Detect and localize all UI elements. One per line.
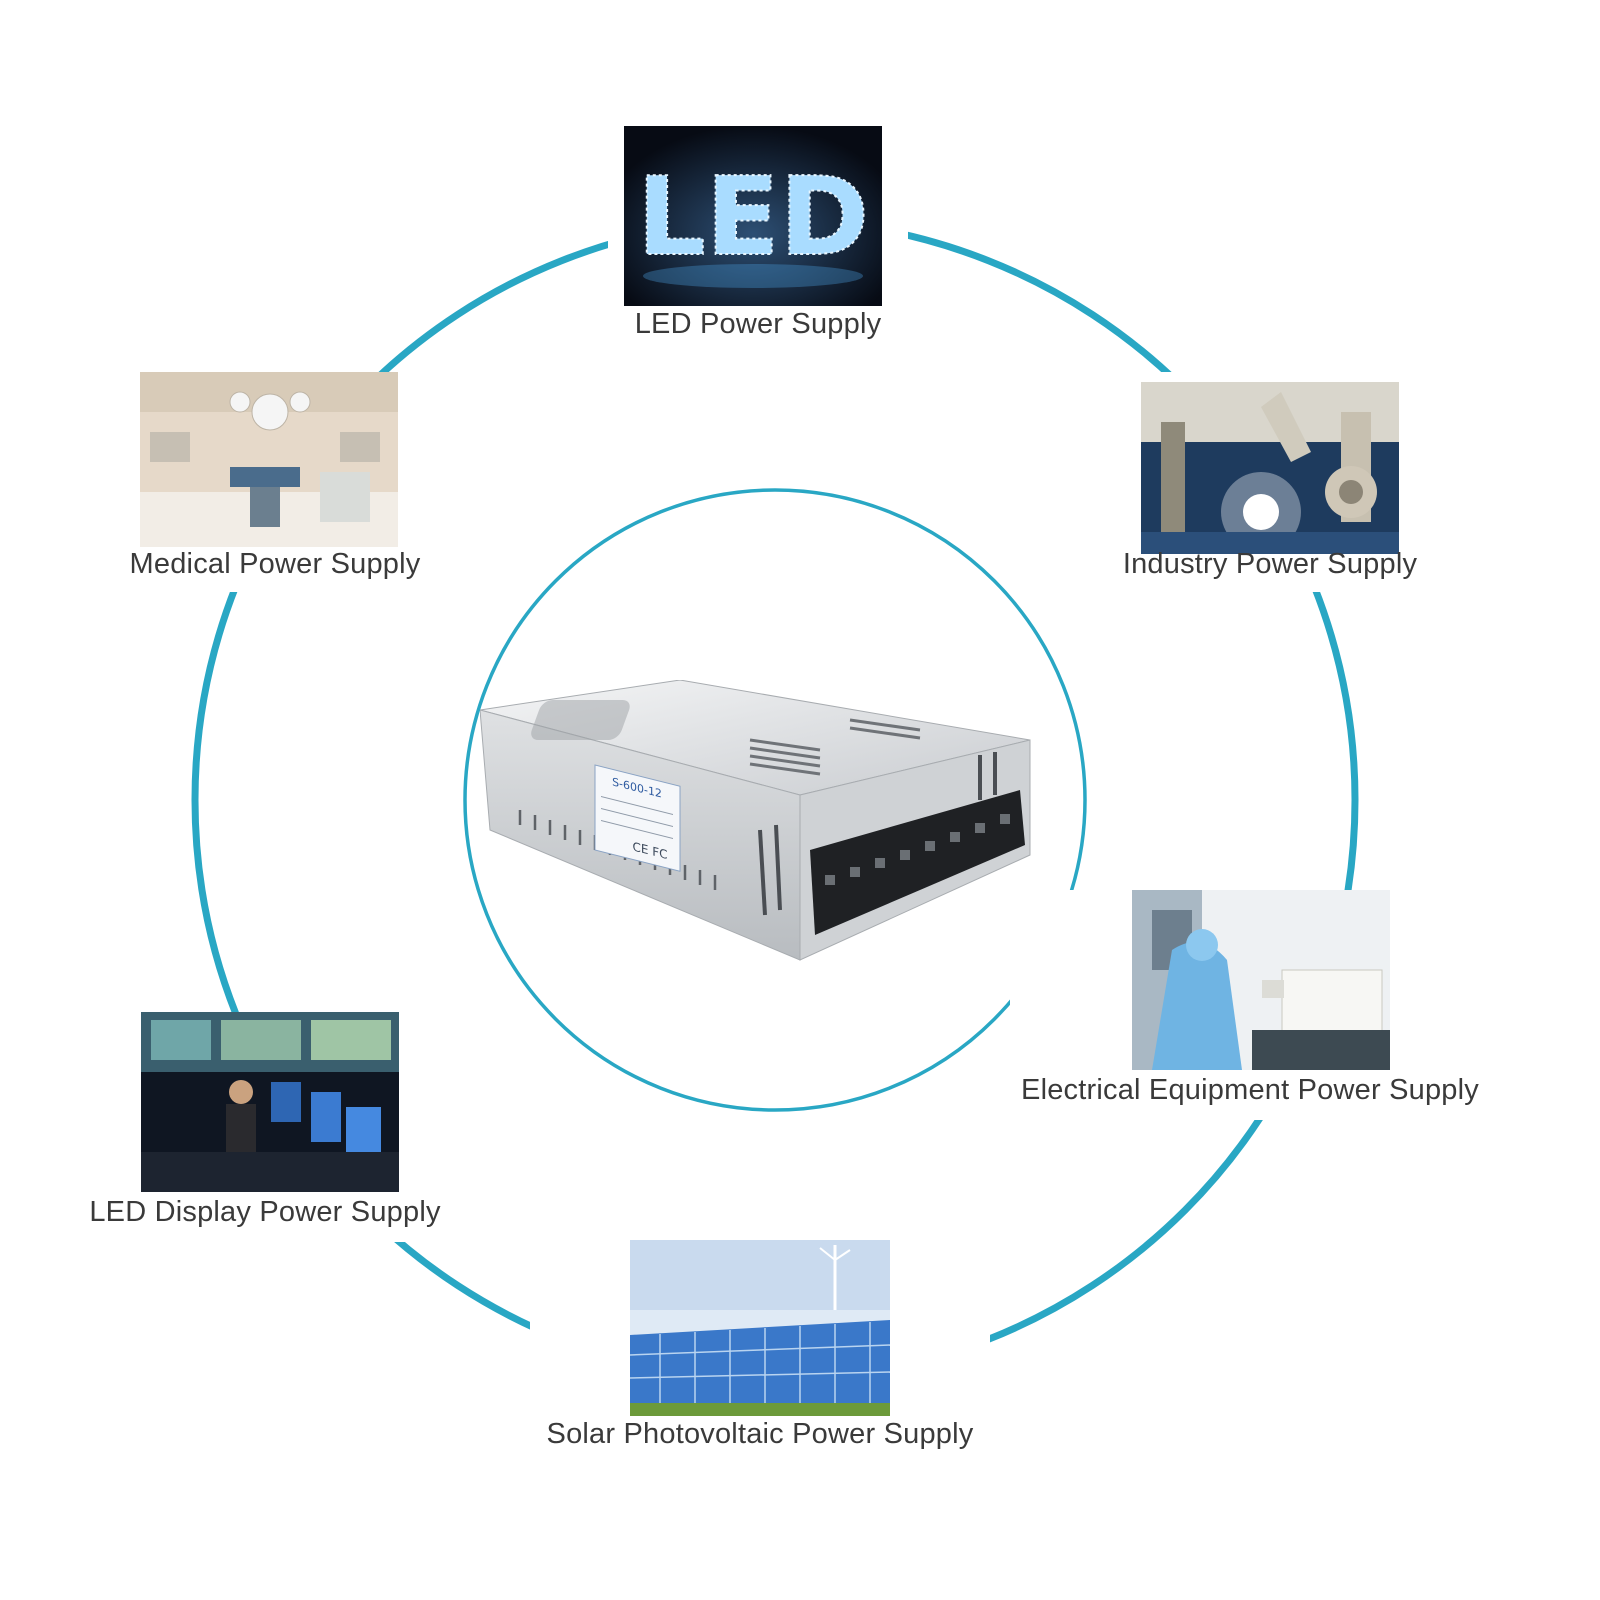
psu-device-image: S-600-12 CE FC xyxy=(480,680,1031,961)
app-medical-power-supply: Medical Power Supply xyxy=(110,372,440,592)
terminal-block xyxy=(810,790,1025,935)
label-solar-photovoltaic-power-supply: Solar Photovoltaic Power Supply xyxy=(546,1418,974,1450)
app-solar-photovoltaic-power-supply: Solar Photovoltaic Power Supply xyxy=(530,1240,990,1470)
led-display-photo xyxy=(141,1012,399,1192)
medical-photo xyxy=(140,372,398,547)
industry-photo xyxy=(1141,382,1399,554)
label-led-display-power-supply: LED Display Power Supply xyxy=(89,1196,441,1228)
label-industry-power-supply: Industry Power Supply xyxy=(1122,548,1418,580)
inner-circle xyxy=(463,488,1087,1112)
app-led-display-power-supply: LED Display Power Supply xyxy=(75,1012,455,1242)
label-led-power-supply: LED Power Supply xyxy=(634,308,882,340)
led-photo-text: LED xyxy=(637,155,869,280)
solar-photo xyxy=(630,1240,890,1416)
led-photo: LED xyxy=(624,126,882,306)
label-electrical-equipment-power-supply: Electrical Equipment Power Supply xyxy=(1021,1074,1479,1106)
label-medical-power-supply: Medical Power Supply xyxy=(129,548,421,580)
app-led-power-supply: LED LED Power Supply xyxy=(608,118,908,348)
electrical-photo xyxy=(1132,890,1390,1070)
app-electrical-equipment-power-supply: Electrical Equipment Power Supply xyxy=(1010,890,1490,1120)
app-industry-power-supply: Industry Power Supply xyxy=(1100,372,1440,592)
